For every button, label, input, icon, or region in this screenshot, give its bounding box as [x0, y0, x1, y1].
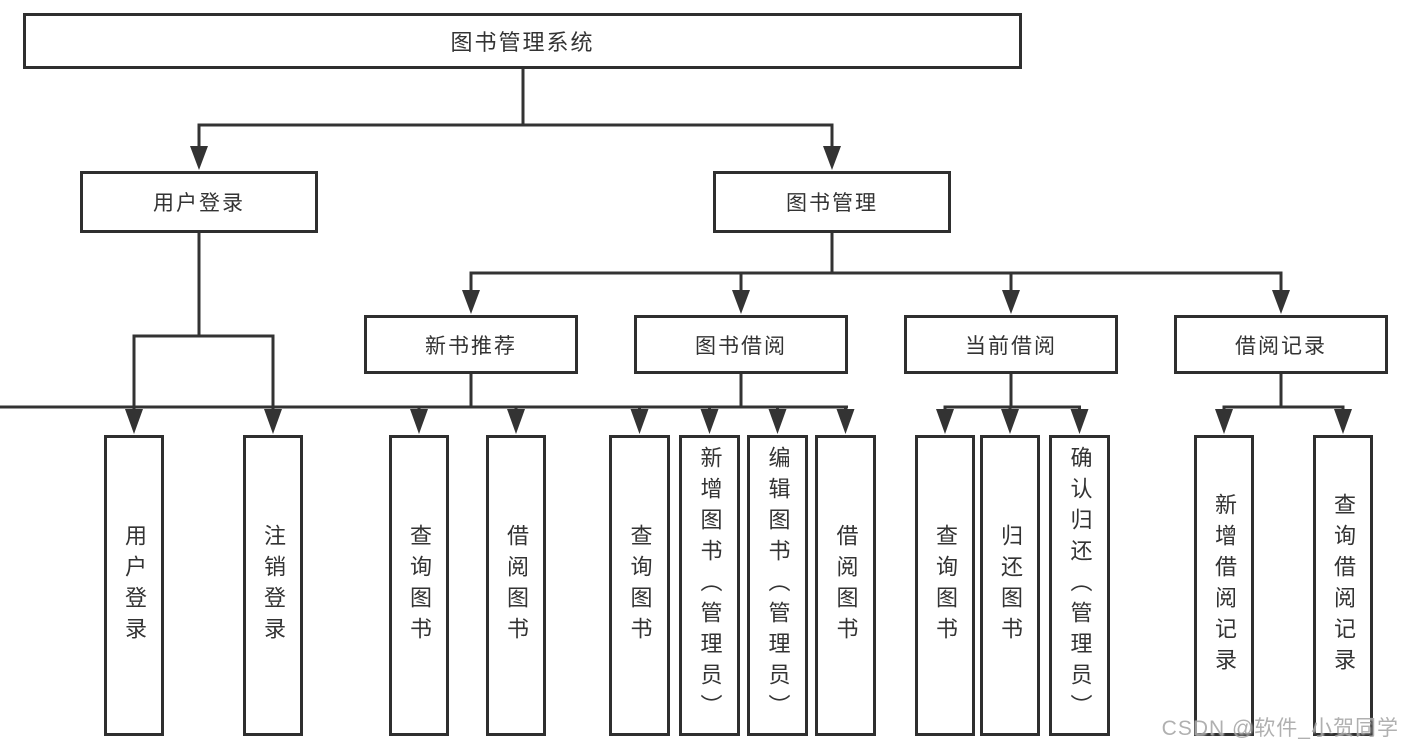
node-label: 新增图书（管理员） — [697, 446, 723, 725]
node-label: 确认归还（管理员） — [1067, 446, 1093, 725]
node-label: 图书管理系统 — [450, 30, 595, 55]
node-label: 借阅图书 — [833, 523, 859, 648]
node-label: 当前借阅 — [965, 334, 1057, 358]
node-label: 用户登录 — [122, 523, 147, 648]
node-label: 新书推荐 — [425, 334, 517, 358]
node-label: 查询图书 — [407, 523, 432, 648]
node-borrow-records: 借阅记录 — [1174, 315, 1388, 374]
node-label: 查询图书 — [627, 523, 653, 648]
leaf-edit-books-admin: 编辑图书（管理员） — [747, 435, 808, 736]
connector-newbookrec-to-leaves — [410, 374, 525, 434]
leaf-add-borrow-record: 新增借阅记录 — [1194, 435, 1254, 736]
connector-bookmgmt-to-level3 — [462, 233, 1290, 314]
connector-borrowrecords-to-leaves — [1215, 374, 1352, 434]
node-label: 借阅记录 — [1235, 334, 1327, 358]
leaf-borrow-books-2: 借阅图书 — [815, 435, 876, 736]
node-label: 借阅图书 — [504, 523, 529, 648]
node-label: 注销登录 — [261, 523, 286, 648]
connector-bookborrow-to-leaves — [0, 374, 855, 434]
node-label: 图书管理 — [786, 192, 878, 215]
leaf-borrow-books-1: 借阅图书 — [486, 435, 546, 736]
leaf-user-login: 用户登录 — [104, 435, 164, 736]
leaf-confirm-return-admin: 确认归还（管理员） — [1049, 435, 1110, 736]
leaf-query-borrow-record: 查询借阅记录 — [1313, 435, 1373, 736]
node-new-book-recommend: 新书推荐 — [364, 315, 578, 374]
node-label: 用户登录 — [153, 192, 245, 215]
node-book-management: 图书管理 — [713, 171, 951, 233]
connector-currentborrow-to-leaves — [936, 374, 1089, 434]
node-current-borrow: 当前借阅 — [904, 315, 1118, 374]
node-label: 图书借阅 — [695, 334, 787, 358]
leaf-return-books: 归还图书 — [980, 435, 1040, 736]
node-library-management-system: 图书管理系统 — [23, 13, 1022, 69]
node-label: 查询图书 — [933, 523, 958, 648]
leaf-query-books-2: 查询图书 — [609, 435, 670, 736]
node-label: 归还图书 — [998, 523, 1023, 648]
connector-root-to-level2 — [190, 69, 841, 170]
node-label: 新增借阅记录 — [1212, 492, 1237, 679]
leaf-logout: 注销登录 — [243, 435, 303, 736]
node-book-borrow: 图书借阅 — [634, 315, 848, 374]
leaf-query-books-1: 查询图书 — [389, 435, 449, 736]
leaf-add-books-admin: 新增图书（管理员） — [679, 435, 740, 736]
node-user-login: 用户登录 — [80, 171, 318, 233]
csdn-watermark: CSDN @软件_小贺同学 — [1161, 717, 1399, 740]
node-label: 编辑图书（管理员） — [765, 446, 791, 725]
node-label: 查询借阅记录 — [1331, 492, 1356, 679]
connector-userlogin-to-leaves — [125, 233, 282, 434]
leaf-query-books-3: 查询图书 — [915, 435, 975, 736]
